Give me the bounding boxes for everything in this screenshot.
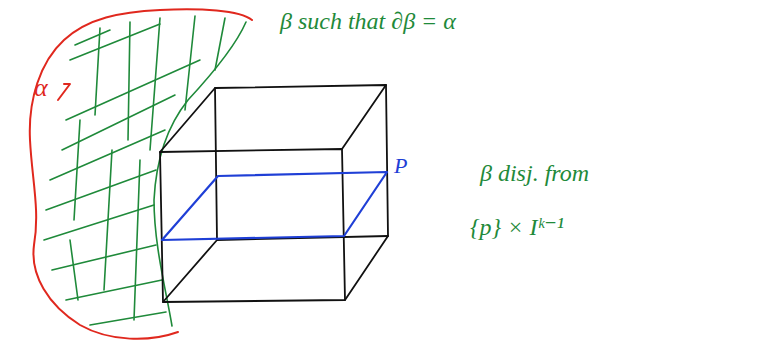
surface-edge <box>154 22 246 326</box>
plane-label: P <box>394 154 407 178</box>
hatch-lines <box>70 16 225 320</box>
cube <box>160 85 388 302</box>
pointer-mark <box>58 84 70 100</box>
slice-plane <box>162 172 387 240</box>
set-label: {p} × Iᵏ⁻¹ <box>470 214 564 240</box>
curve-label: α <box>34 74 48 103</box>
boundary-curve <box>30 9 252 338</box>
hatch-lines <box>44 24 200 325</box>
disjoint-note: β disj. from <box>480 160 589 186</box>
surface-note: β such that ∂β = α <box>280 8 456 34</box>
